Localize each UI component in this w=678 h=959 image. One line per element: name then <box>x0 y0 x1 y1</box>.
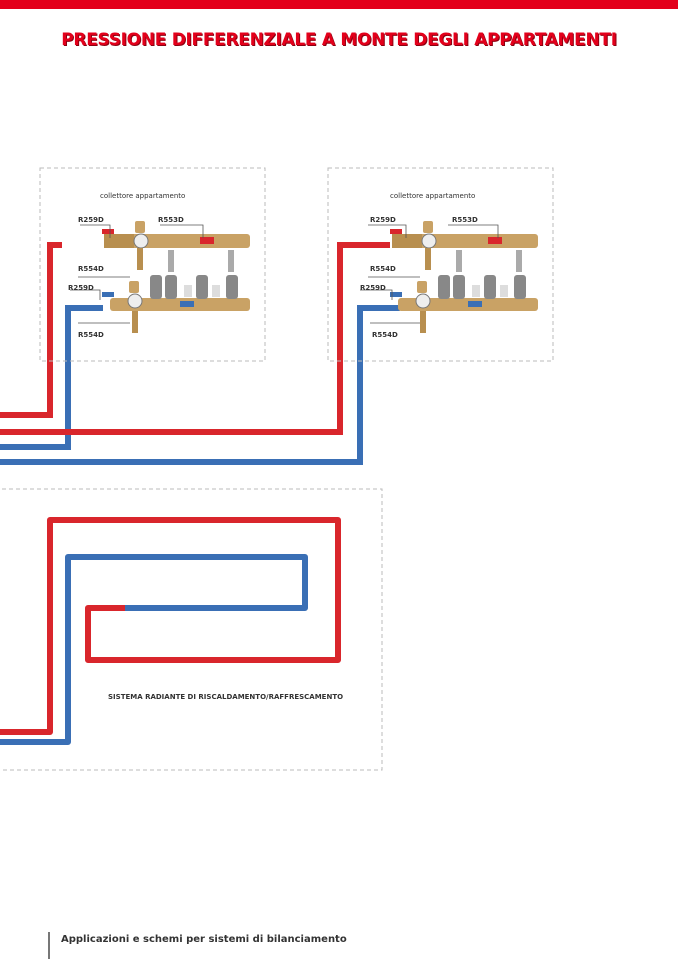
radiant-hot-loop <box>0 517 341 735</box>
label-r259d: R259D <box>360 284 386 292</box>
hot-pipe-1 <box>0 242 62 418</box>
label-r553d: R553D <box>452 216 478 224</box>
manifold-caption: collettore appartamento <box>390 192 475 200</box>
label-r259d: R259D <box>68 284 94 292</box>
label-r554d: R554D <box>78 331 104 339</box>
label-r554d: R554D <box>372 331 398 339</box>
radiant-box <box>0 488 383 771</box>
cold-pipe-1 <box>0 305 103 450</box>
hot-pipe-2 <box>0 242 390 435</box>
radiant-cold-loop <box>0 554 308 745</box>
footer-divider <box>48 932 50 959</box>
cold-pipe-2 <box>0 305 400 465</box>
label-r554d: R554D <box>78 265 104 273</box>
label-r554d: R554D <box>370 265 396 273</box>
footer-text: Applicazioni e schemi per sistemi di bil… <box>61 934 347 945</box>
label-r259d: R259D <box>370 216 396 224</box>
label-r259d: R259D <box>78 216 104 224</box>
manifold-caption: collettore appartamento <box>100 192 185 200</box>
top-accent-bar <box>0 0 678 9</box>
page-title: PRESSIONE DIFFERENZIALE A MONTE DEGLI AP… <box>61 30 617 50</box>
label-r553d: R553D <box>158 216 184 224</box>
radiant-caption: SISTEMA RADIANTE DI RISCALDAMENTO/RAFFRE… <box>108 693 343 701</box>
